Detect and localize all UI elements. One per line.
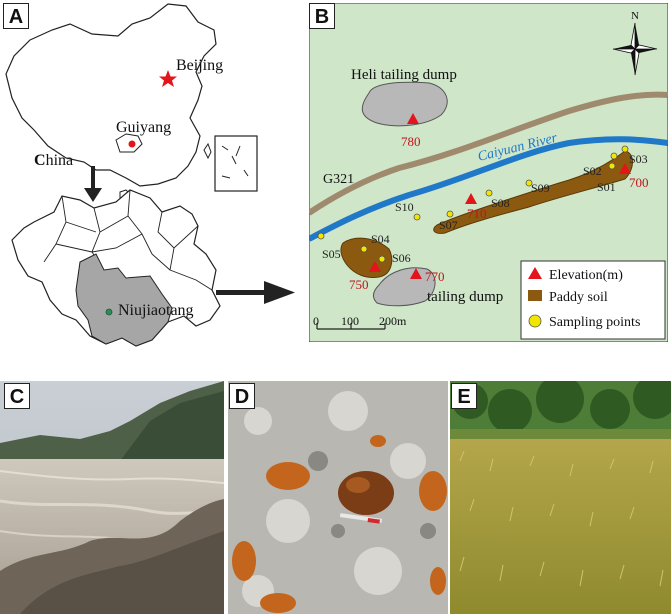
guizhou-internal-boundaries [43, 189, 213, 291]
legend-elevation-label: Elevation(m) [549, 268, 623, 283]
north-compass-icon [612, 22, 658, 76]
elevation-label-770: 770 [425, 269, 445, 284]
sample-label-s08: S08 [491, 196, 510, 210]
scale-end: 200m [379, 314, 407, 328]
beijing-star [159, 70, 177, 87]
china-initial: C [34, 152, 46, 169]
sample-label-s10: S10 [395, 200, 414, 214]
sampling-point [610, 152, 618, 160]
sampling-point [360, 245, 368, 253]
sample-label-s03: S03 [629, 152, 648, 166]
sampling-point [378, 255, 386, 263]
sampling-point [317, 232, 325, 240]
elevation-triangle [410, 268, 422, 279]
sampling-point [413, 213, 421, 221]
panel-label-c: C [4, 383, 30, 409]
sampling-point [621, 145, 629, 153]
road-label: G321 [323, 172, 354, 187]
guiyang-region-shaded [75, 253, 173, 347]
photo-e-rice-paddy [450, 381, 671, 614]
elevation-label-700: 700 [629, 175, 649, 190]
panel-label-d: D [229, 383, 255, 409]
china-outline [5, 3, 217, 187]
down-arrow-shaft [91, 166, 95, 190]
guiyang-dot [128, 140, 136, 148]
scale-zero: 0 [313, 314, 319, 328]
elevation-label-710: 710 [467, 206, 487, 221]
taiwan-island [203, 142, 212, 160]
china-label: China [34, 152, 73, 169]
down-arrow-head [84, 188, 102, 202]
beijing-label: Beijing [176, 57, 223, 74]
legend: Elevation(m) Paddy soil Sampling points [520, 260, 666, 340]
niujiaotang-site-dot [105, 308, 113, 316]
sampling-point [608, 162, 616, 170]
sample-label-s09: S09 [531, 181, 550, 195]
paddy-soil-main [433, 150, 633, 234]
sample-label-s06: S06 [392, 251, 411, 265]
heli-tailing-label: Heli tailing dump [351, 67, 457, 83]
elevation-triangle [465, 193, 477, 204]
legend-elevation-icon [528, 267, 542, 279]
sample-label-s02: S02 [583, 164, 602, 178]
sampling-point [525, 179, 533, 187]
legend-paddy-label: Paddy soil [549, 290, 608, 305]
paddy-soil-west [340, 237, 393, 278]
elevation-markers [369, 113, 631, 279]
right-arrow-head [264, 281, 295, 304]
panel-label-b: B [309, 3, 335, 29]
photo-d-oxidized-slag [228, 381, 448, 614]
niujiaotang-label: Niujiaotang [118, 302, 194, 319]
elevation-triangle [619, 163, 631, 174]
panel-label-e: E [451, 383, 477, 409]
elevation-label-750: 750 [349, 277, 369, 292]
china-rest: hina [46, 152, 74, 169]
compass-north-label: N [631, 10, 639, 22]
sample-label-s04: S04 [371, 232, 390, 246]
sampling-point [446, 210, 454, 218]
right-arrow-shaft [216, 290, 266, 295]
sample-label-s07: S07 [439, 218, 458, 232]
elevation-triangle [369, 261, 381, 272]
panel-a-map: Beijing Guiyang China Niujiaotang [5, 3, 295, 347]
road-g321 [309, 91, 668, 216]
legend-sampling-label: Sampling points [549, 315, 640, 330]
elevation-triangle [407, 113, 419, 124]
slag-nodule [338, 471, 394, 515]
tailing-dump-label: tailing dump [427, 289, 503, 305]
sample-label-s05: S05 [322, 247, 341, 261]
guiyang-label: Guiyang [116, 119, 171, 136]
panel-b-map: 780 710 700 750 770 S01 S02 S03 S04 S05 … [309, 3, 668, 342]
sample-label-s01: S01 [597, 180, 616, 194]
panel-label-a: A [3, 3, 29, 29]
scale-mid: 100 [341, 314, 359, 328]
caiyuan-river [309, 136, 668, 242]
photo-c-tailing-pond [0, 381, 224, 614]
heli-tailing-dump [361, 81, 448, 127]
legend-sampling-icon [528, 314, 542, 328]
legend-paddy-icon [528, 290, 542, 301]
elevation-label-780: 780 [401, 134, 421, 149]
sampling-points [317, 145, 629, 263]
sampling-point [485, 189, 493, 197]
